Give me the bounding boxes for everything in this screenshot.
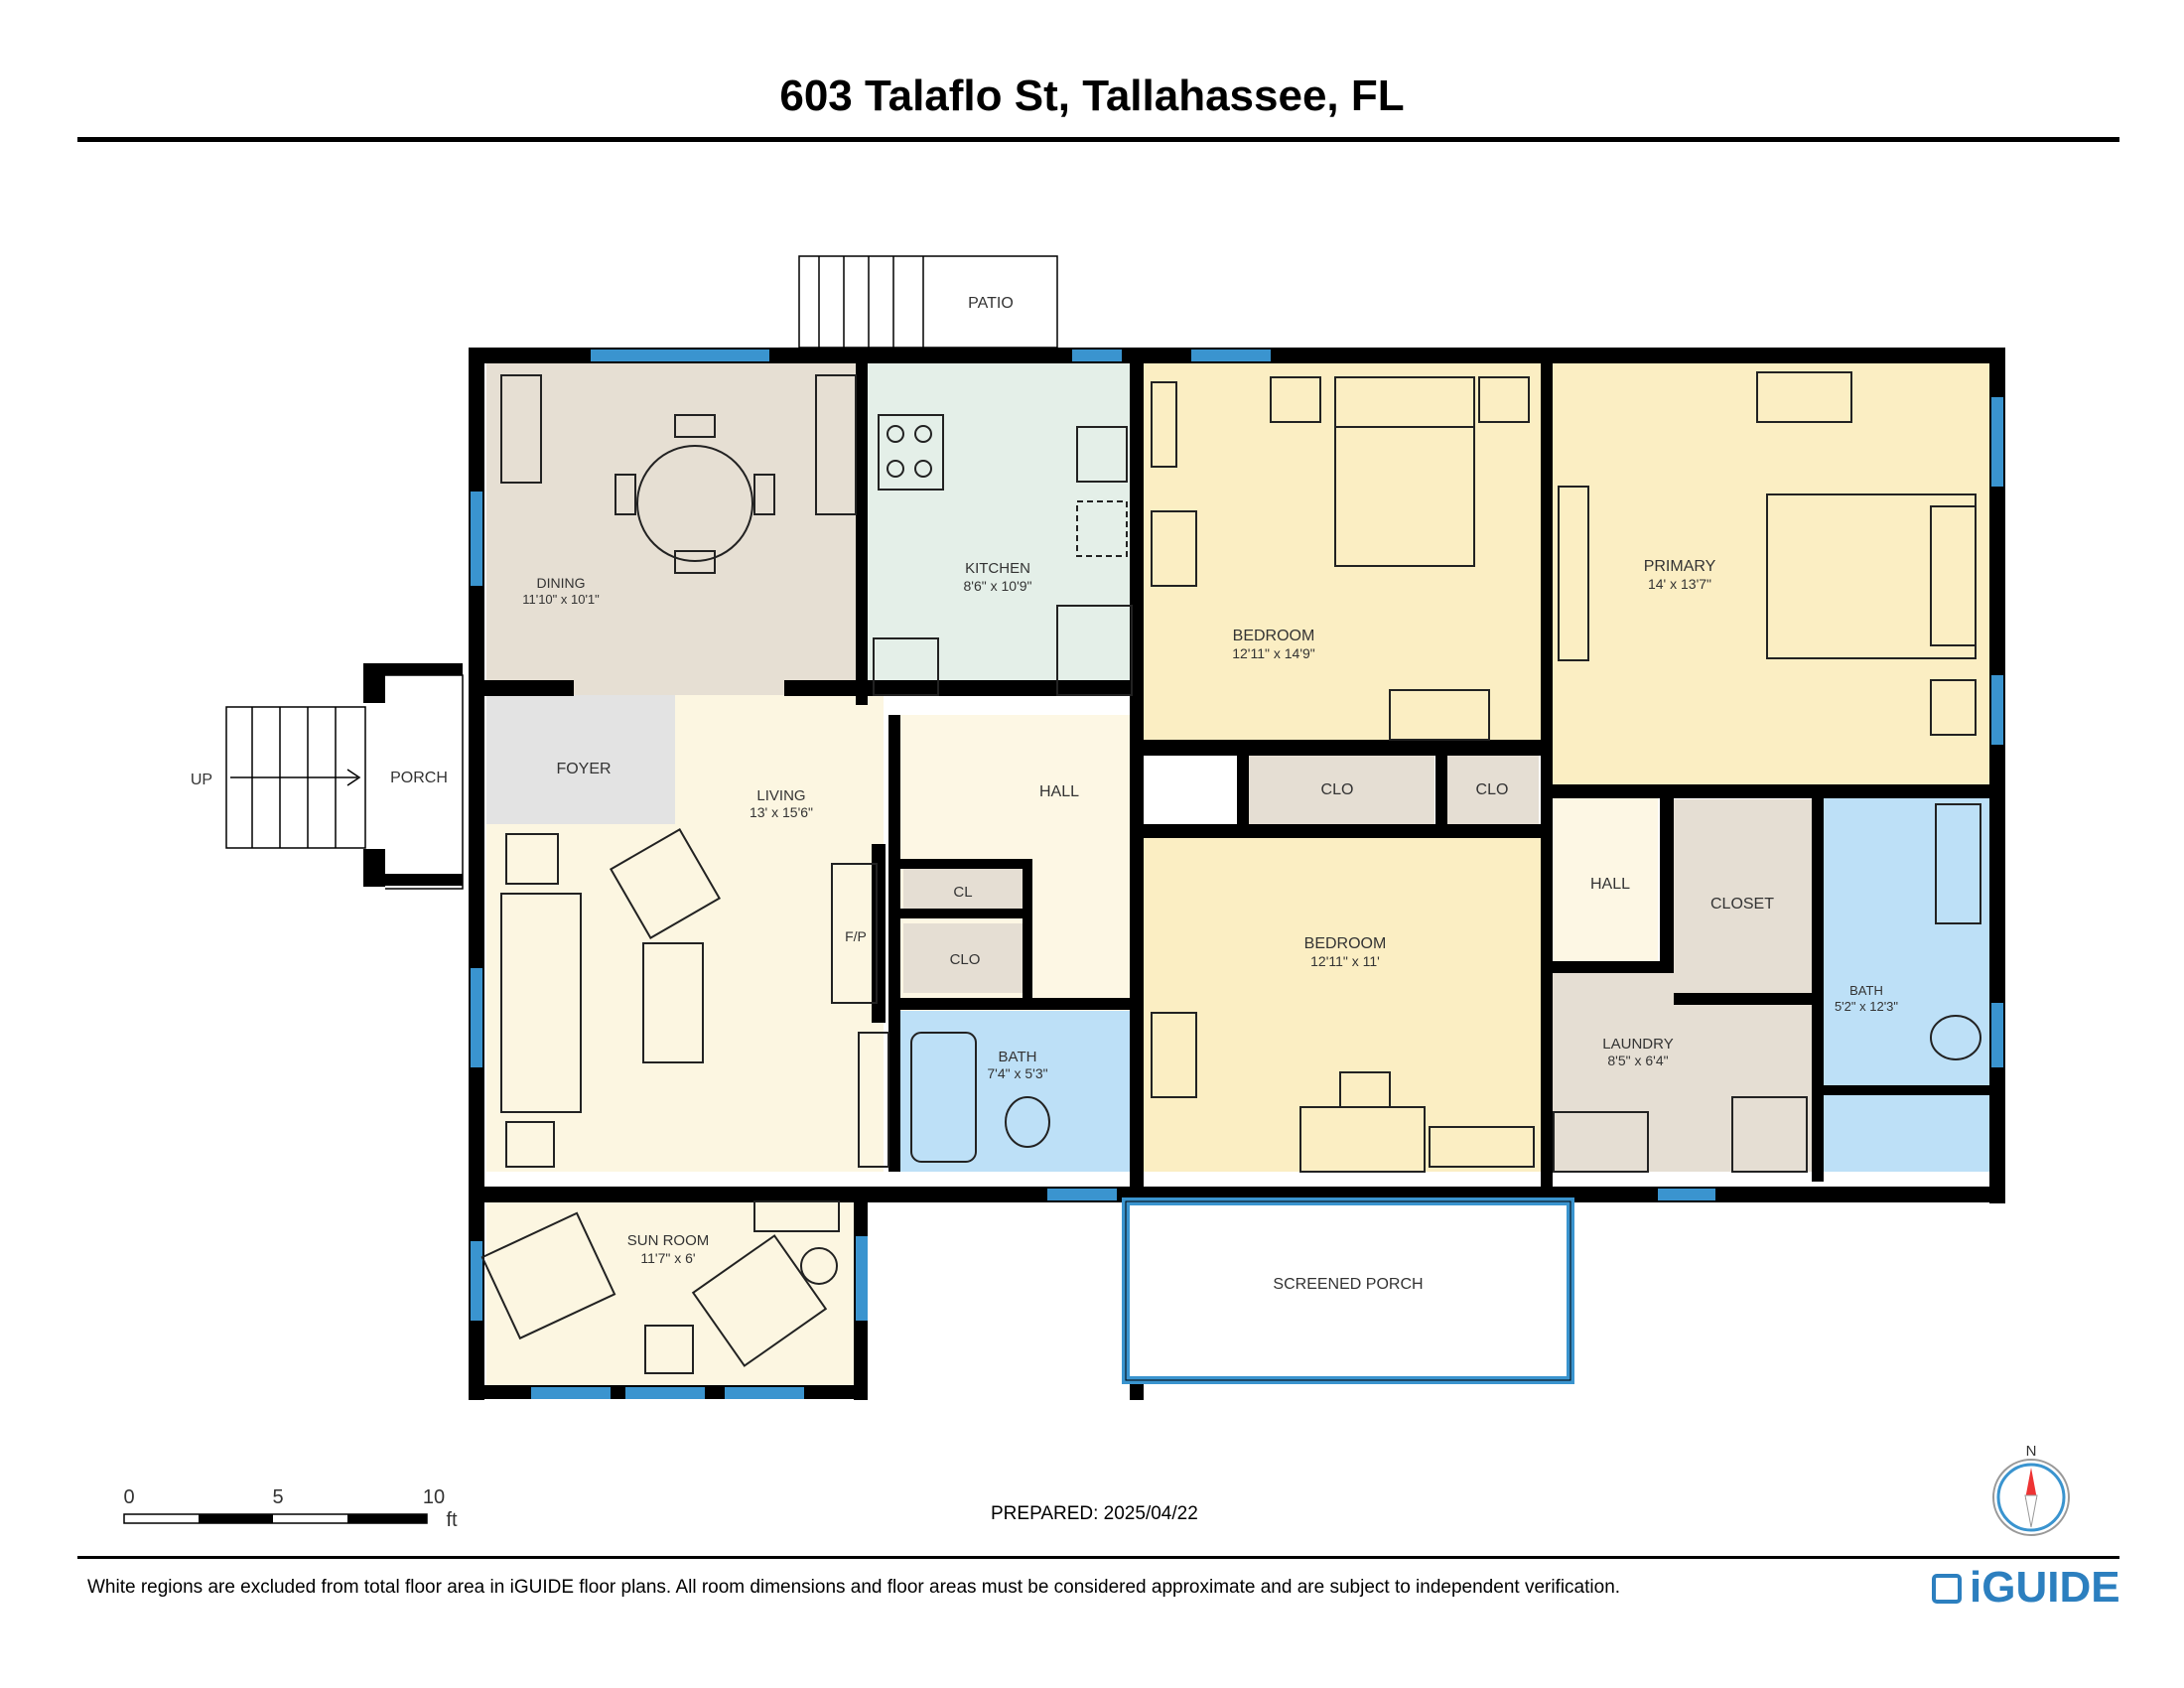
bath2-label: BATH [1849, 983, 1883, 998]
dining-label: DINING [537, 575, 586, 591]
closet-fill [1673, 799, 1812, 1003]
primary-dim: 14' x 13'7" [1648, 576, 1711, 592]
kitchen-label: KITCHEN [965, 560, 1030, 577]
clo-c-label: CLO [950, 951, 981, 968]
sunroom-dim: 11'7" x 6' [640, 1250, 695, 1266]
furniture [480, 371, 1981, 1374]
foyer-label: FOYER [556, 761, 611, 777]
bath1-dim: 7'4" x 5'3" [987, 1065, 1047, 1081]
up-label: UP [191, 772, 212, 788]
bedroom1-label: BEDROOM [1233, 628, 1315, 644]
foyer-fill-2 [486, 695, 675, 824]
bedroom1-fill [1137, 362, 1544, 745]
scale-tick-10: 10 [423, 1486, 445, 1508]
patio-area [798, 255, 1058, 349]
laundry-fill [1549, 973, 1812, 1172]
compass-icon: N [1992, 1443, 2070, 1536]
sunroom-label: SUN ROOM [627, 1232, 710, 1249]
bath2-fill [1822, 794, 1990, 1172]
bedroom2-label: BEDROOM [1304, 935, 1387, 952]
hall2-fill [1549, 794, 1658, 968]
room-labels: DINING 11'10" x 10'1" KITCHEN 8'6" x 10'… [191, 295, 1899, 1293]
cl-label: CL [953, 884, 972, 901]
clo-a-fill [1241, 753, 1434, 824]
clo-c-fill [903, 923, 1023, 993]
laundry-label: LAUNDRY [1602, 1036, 1673, 1053]
sunroom-fill [486, 1192, 859, 1385]
scale-tick-0: 0 [123, 1486, 134, 1508]
kitchen-fill [866, 362, 1134, 695]
bath1-label: BATH [999, 1049, 1037, 1065]
room-fills [486, 362, 1990, 1385]
scale-bar: 0 5 10 ft [123, 1486, 458, 1531]
dining-dim: 11'10" x 10'1" [522, 592, 600, 607]
primary-fill [1549, 362, 1990, 789]
scale-tick-5: 5 [272, 1486, 283, 1508]
living-label: LIVING [756, 787, 805, 804]
bedroom2-dim: 12'11" x 11' [1310, 953, 1380, 969]
clo-b-fill [1444, 753, 1539, 824]
clo-b-label: CLO [1476, 781, 1509, 798]
screened-porch [1122, 1197, 1574, 1384]
clo-a-label: CLO [1321, 781, 1354, 798]
bath1-fill [893, 1011, 1132, 1172]
porch-label: PORCH [390, 770, 448, 786]
title-divider [77, 137, 2119, 142]
windows [471, 350, 2003, 1399]
cl-fill [903, 867, 1023, 912]
porch-area [225, 674, 464, 890]
bedroom2-fill [1137, 834, 1544, 1172]
fp-label: F/P [845, 928, 867, 944]
closet-label: CLOSET [1710, 896, 1774, 913]
prepared-date: PREPARED: 2025/04/22 [991, 1503, 1198, 1524]
laundry-dim: 8'5" x 6'4" [1607, 1053, 1668, 1068]
hall1-label: HALL [1039, 783, 1079, 800]
iguide-logo-icon [1932, 1574, 1962, 1604]
iguide-logo-text: iGUIDE [1970, 1563, 2120, 1612]
hall2-label: HALL [1590, 876, 1630, 893]
kitchen-dim: 8'6" x 10'9" [964, 578, 1032, 594]
screened-porch-label: SCREENED PORCH [1273, 1276, 1423, 1293]
dining-fill [486, 362, 864, 695]
disclaimer-text: White regions are excluded from total fl… [87, 1577, 1621, 1598]
living-dim: 13' x 15'6" [750, 804, 813, 820]
footer-divider [77, 1556, 2119, 1559]
compass-north-label: N [2026, 1443, 2037, 1460]
patio-label: PATIO [968, 295, 1014, 312]
bedroom1-dim: 12'11" x 14'9" [1232, 645, 1315, 661]
primary-label: PRIMARY [1644, 558, 1716, 575]
page-title: 603 Talaflo St, Tallahassee, FL [779, 71, 1405, 120]
bath2-dim: 5'2" x 12'3" [1835, 999, 1898, 1014]
scale-unit: ft [446, 1509, 458, 1531]
